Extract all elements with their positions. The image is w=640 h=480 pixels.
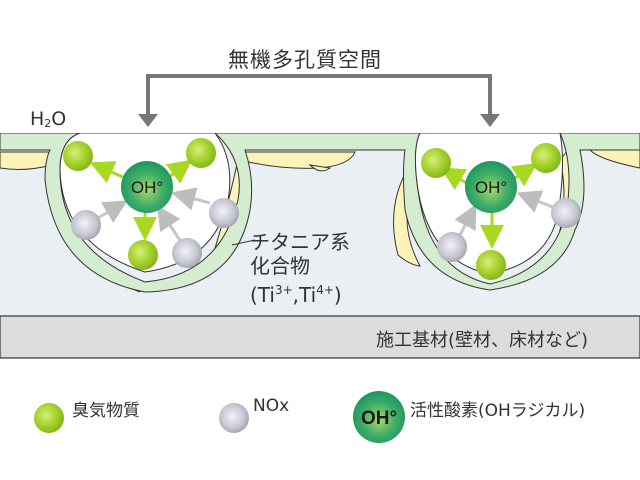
substrate-layer — [0, 315, 640, 359]
nox-molecule — [172, 238, 202, 268]
substrate-label: 施工基材(壁材、床材など) — [376, 330, 589, 351]
oh-radical — [465, 161, 517, 213]
titania-line3: (Ti3+,Ti4+) — [250, 278, 350, 307]
ti-end: ) — [333, 283, 342, 307]
legend-odor: 臭気物質 — [72, 396, 140, 421]
arrow-down-left-icon — [138, 114, 158, 127]
odor-molecule — [531, 143, 561, 173]
titania-line2: 化合物 — [250, 254, 310, 278]
coating-layer — [0, 132, 640, 293]
ti-mid: ,Ti — [292, 283, 317, 307]
ti-prefix: (Ti — [250, 283, 275, 307]
h2o-label: H2O — [30, 108, 66, 130]
nox-molecule — [71, 210, 101, 240]
h2o-o: O — [51, 108, 67, 130]
radical-legend-icon — [353, 391, 405, 443]
titania-label: チタニア系 化合物 (Ti3+,Ti4+) — [250, 230, 350, 307]
odor-molecule — [186, 138, 216, 168]
reaction-right — [421, 143, 581, 280]
odor-molecule — [421, 148, 451, 178]
nox-molecule — [551, 198, 581, 228]
radical-legend-symbol: OH° — [361, 408, 397, 429]
odor-molecule — [128, 240, 158, 270]
pore-space-title: 無機多孔質空間 — [228, 48, 382, 72]
odor-molecule — [63, 141, 93, 171]
nox-molecule — [209, 198, 239, 228]
ti4-charge: 4+ — [316, 283, 334, 297]
oh-radical-label-left: OH° — [131, 178, 163, 197]
odor-molecule — [476, 250, 506, 280]
legend-radical-label: 活性酸素(OHラジカル) — [410, 401, 586, 421]
reaction-left — [63, 138, 239, 270]
h2o-h: H — [30, 108, 45, 130]
oh-radical — [121, 161, 173, 213]
ti3-charge: 3+ — [274, 283, 293, 297]
odor-legend-icon — [34, 403, 64, 433]
legend-radical: 活性酸素(OHラジカル) — [410, 396, 585, 421]
nox-molecule — [437, 232, 467, 262]
legend-odor-label: 臭気物質 — [72, 401, 140, 421]
oh-radical-label-right: OH° — [475, 178, 507, 197]
pore-space-bracket — [146, 74, 492, 118]
titania-pointer — [231, 239, 256, 246]
legend-nox: NOx — [253, 396, 289, 416]
nox-legend-icon — [219, 403, 249, 433]
h2o-sub: 2 — [44, 117, 52, 130]
titania-line1: チタニア系 — [250, 230, 350, 254]
legend-nox-label: NOx — [253, 396, 290, 416]
arrow-down-right-icon — [480, 114, 500, 127]
